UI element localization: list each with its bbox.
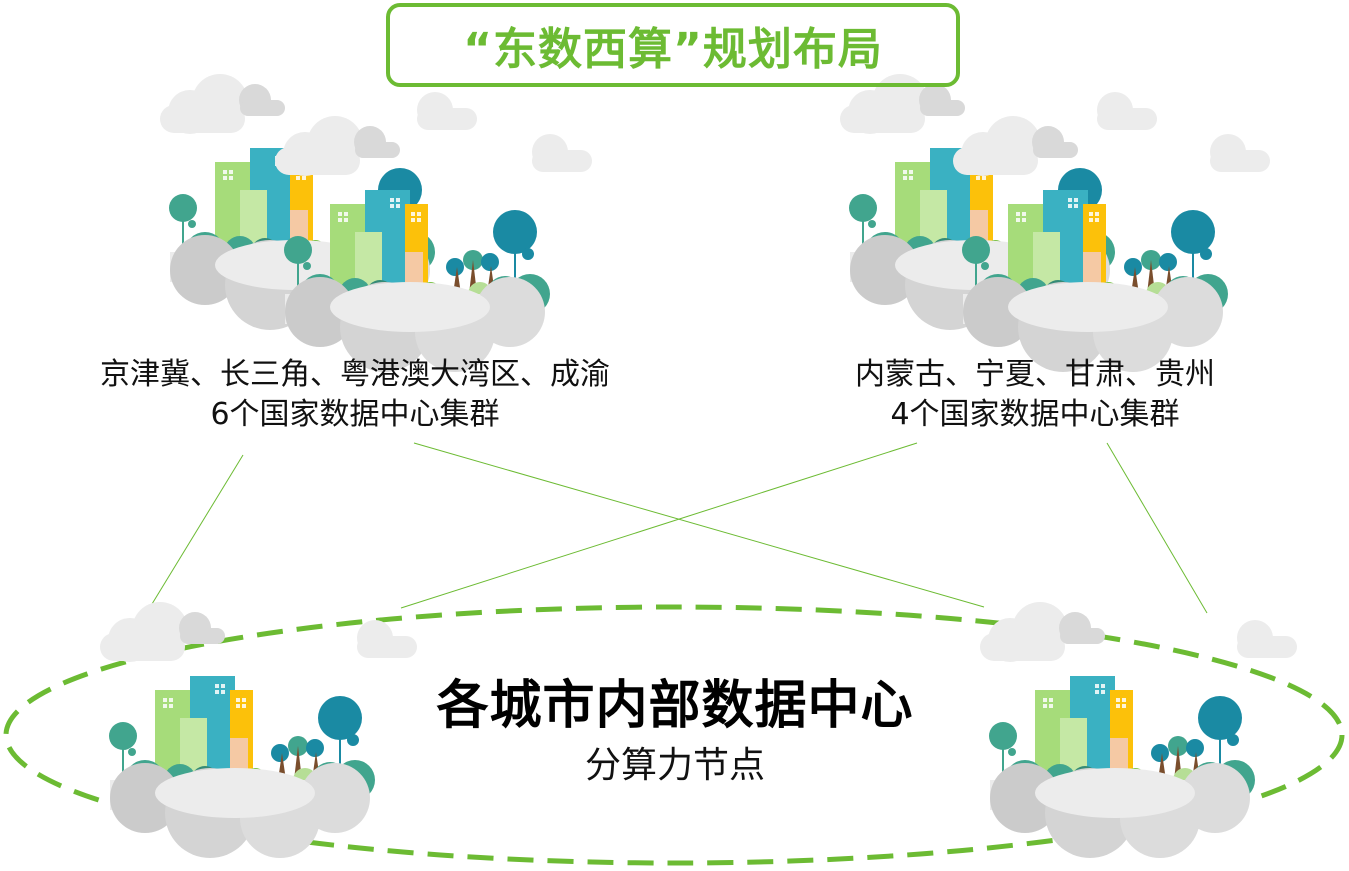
connector-lines — [140, 442, 1208, 623]
connector-east-to-bottom-left — [140, 454, 244, 623]
title-box: “东数西算”规划布局 — [386, 3, 960, 87]
connector-east-to-bottom-right — [413, 442, 985, 608]
city-nodes-ellipse — [3, 604, 1345, 866]
connector-west-to-bottom-right — [1106, 442, 1208, 614]
east-cluster-summary: 6个国家数据中心集群 — [210, 397, 500, 432]
city-island-bottom-right-icon — [979, 601, 1298, 859]
west-cluster-summary: 4个国家数据中心集群 — [890, 397, 1180, 432]
connector-west-to-bottom-left — [400, 442, 918, 609]
page-title: “东数西算”规划布局 — [463, 24, 883, 75]
city-nodes-subtitle: 分算力节点 — [584, 745, 765, 786]
city-nodes-title: 各城市内部数据中心 — [436, 676, 914, 736]
city-island-bottom-left-icon — [99, 601, 418, 859]
east-cluster-regions: 京津冀、长三角、粤港澳大湾区、成渝 — [100, 357, 610, 392]
west-cluster-label: 内蒙古、宁夏、甘肃、贵州 4个国家数据中心集群 — [800, 355, 1270, 435]
east-cluster-label: 京津冀、长三角、粤港澳大湾区、成渝 6个国家数据中心集群 — [40, 355, 670, 435]
west-cluster-regions: 内蒙古、宁夏、甘肃、贵州 — [855, 357, 1215, 392]
